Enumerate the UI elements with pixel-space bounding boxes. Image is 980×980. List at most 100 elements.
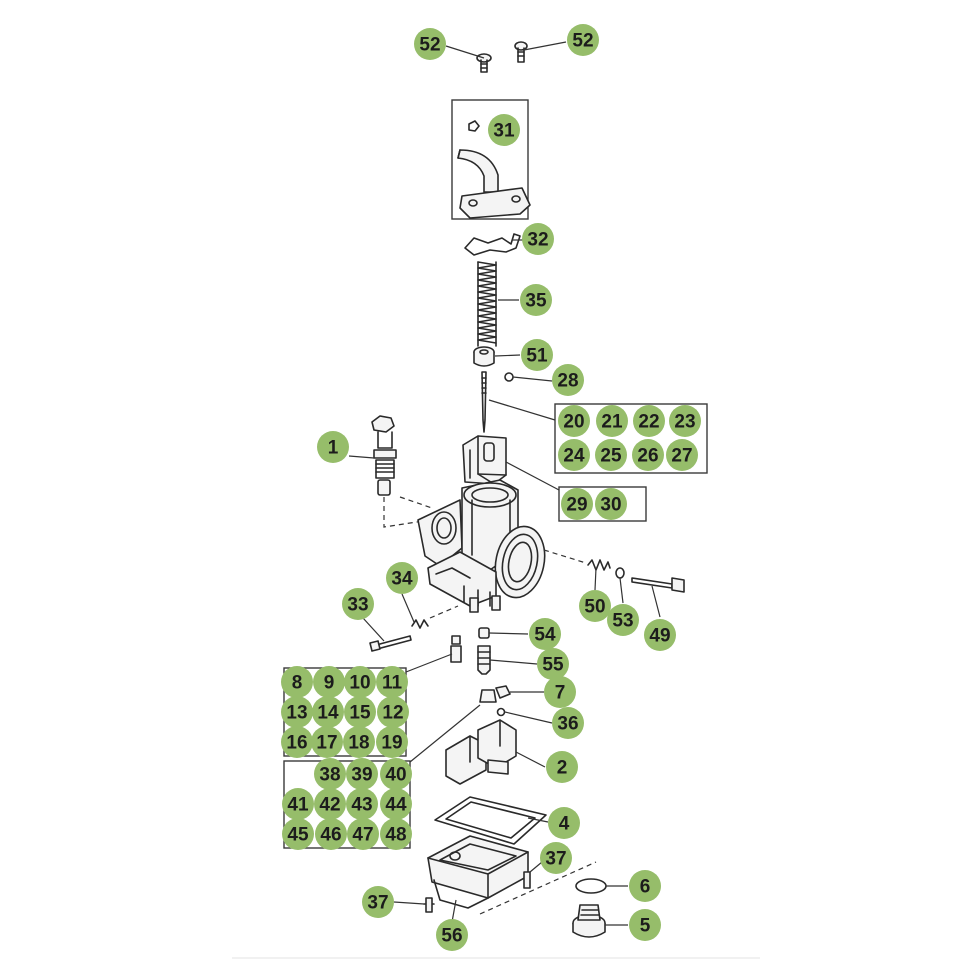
callout-c17: 17 <box>311 726 343 758</box>
callout-c34: 34 <box>386 562 418 594</box>
spring-part-35 <box>477 261 497 347</box>
callout-c1: 1 <box>317 431 349 463</box>
callout-label: 39 <box>351 765 372 786</box>
callout-label: 33 <box>347 595 368 616</box>
callout-label: 45 <box>287 825 309 846</box>
callout-c50: 50 <box>579 590 611 622</box>
top-cover-part-31 <box>457 120 531 219</box>
callout-c42: 42 <box>314 788 346 820</box>
callout-circle <box>281 696 313 728</box>
screw-part-52-left <box>476 53 492 73</box>
spring-seat-part-51 <box>473 346 495 367</box>
leader-55 <box>489 659 538 665</box>
callout-circle <box>595 488 627 520</box>
callout-c43: 43 <box>346 788 378 820</box>
leader-jets-38-48 <box>409 704 481 763</box>
callout-c28: 28 <box>552 364 584 396</box>
callout-circle <box>377 696 409 728</box>
callout-circle <box>540 842 572 874</box>
callout-label: 41 <box>287 795 309 816</box>
callout-c8: 8 <box>281 666 313 698</box>
callout-label: 56 <box>441 926 462 947</box>
callout-circle <box>595 439 627 471</box>
axis-line-33 <box>429 605 459 619</box>
callout-c52b: 52 <box>567 24 599 56</box>
pilot-jet-part <box>450 635 462 663</box>
callout-label: 25 <box>600 446 622 467</box>
slide-group-box <box>558 486 647 522</box>
carburetor-body-part <box>417 479 546 613</box>
part-7 <box>495 685 511 699</box>
callout-label: 26 <box>637 446 658 467</box>
callout-label: 8 <box>292 673 303 694</box>
float-part-2 <box>445 719 517 785</box>
callout-label: 5 <box>640 916 651 937</box>
callout-label: 37 <box>545 849 566 870</box>
callout-c9: 9 <box>313 666 345 698</box>
callout-c31: 31 <box>488 114 520 146</box>
callout-circle <box>386 562 418 594</box>
callout-c55: 55 <box>537 648 569 680</box>
callout-c48: 48 <box>380 818 412 850</box>
callout-c29: 29 <box>561 488 593 520</box>
callout-circle <box>521 339 553 371</box>
callout-c4: 4 <box>548 807 580 839</box>
callout-label: 20 <box>563 412 584 433</box>
callout-c16: 16 <box>281 726 313 758</box>
callout-circle <box>380 758 412 790</box>
leader-37-lower <box>393 901 425 905</box>
callout-label: 16 <box>286 733 307 754</box>
callout-label: 38 <box>319 765 340 786</box>
callout-circle <box>558 439 590 471</box>
leader-51 <box>494 354 521 357</box>
callout-label: 46 <box>320 825 341 846</box>
callout-label: 18 <box>348 733 369 754</box>
callout-c41: 41 <box>282 788 314 820</box>
callout-c35: 35 <box>520 284 552 316</box>
callout-c47: 47 <box>347 818 379 850</box>
screw-part-37-upper <box>523 871 531 889</box>
callout-c11: 11 <box>376 666 408 698</box>
needle-group-box <box>554 403 708 474</box>
callout-circle <box>552 364 584 396</box>
callout-c44: 44 <box>380 788 412 820</box>
callout-circle <box>629 870 661 902</box>
callout-circle <box>314 788 346 820</box>
callout-circle <box>380 818 412 850</box>
screw-part-52-right <box>514 41 528 63</box>
callout-c25: 25 <box>595 439 627 471</box>
callout-label: 55 <box>542 655 564 676</box>
callout-label: 53 <box>612 611 633 632</box>
callout-label: 15 <box>349 703 371 724</box>
callout-c22: 22 <box>633 405 665 437</box>
callout-circle <box>520 284 552 316</box>
callout-circle <box>314 758 346 790</box>
callout-circle <box>380 788 412 820</box>
callout-label: 52 <box>419 35 440 56</box>
callout-c53: 53 <box>607 604 639 636</box>
callout-c10: 10 <box>344 666 376 698</box>
jet-needle-part <box>481 371 487 433</box>
callout-circle <box>552 707 584 739</box>
leader-33 <box>362 617 385 642</box>
callout-label: 7 <box>555 683 566 704</box>
callout-circle <box>344 666 376 698</box>
callout-circle <box>282 818 314 850</box>
cover-group-box <box>451 99 529 220</box>
callout-label: 6 <box>640 877 651 898</box>
callout-label: 32 <box>527 230 548 251</box>
callout-circle <box>315 818 347 850</box>
callout-circle <box>346 758 378 790</box>
drain-plug-part-5 <box>572 904 606 938</box>
callout-label: 19 <box>381 733 402 754</box>
jet-part-54 <box>478 627 490 639</box>
callout-label: 12 <box>382 703 403 724</box>
callout-c18: 18 <box>343 726 375 758</box>
axis-line-body <box>399 496 433 509</box>
axis-line-1 <box>383 497 431 528</box>
callout-circle <box>346 788 378 820</box>
callout-label: 34 <box>391 569 413 590</box>
axis-line-49 <box>543 549 587 564</box>
